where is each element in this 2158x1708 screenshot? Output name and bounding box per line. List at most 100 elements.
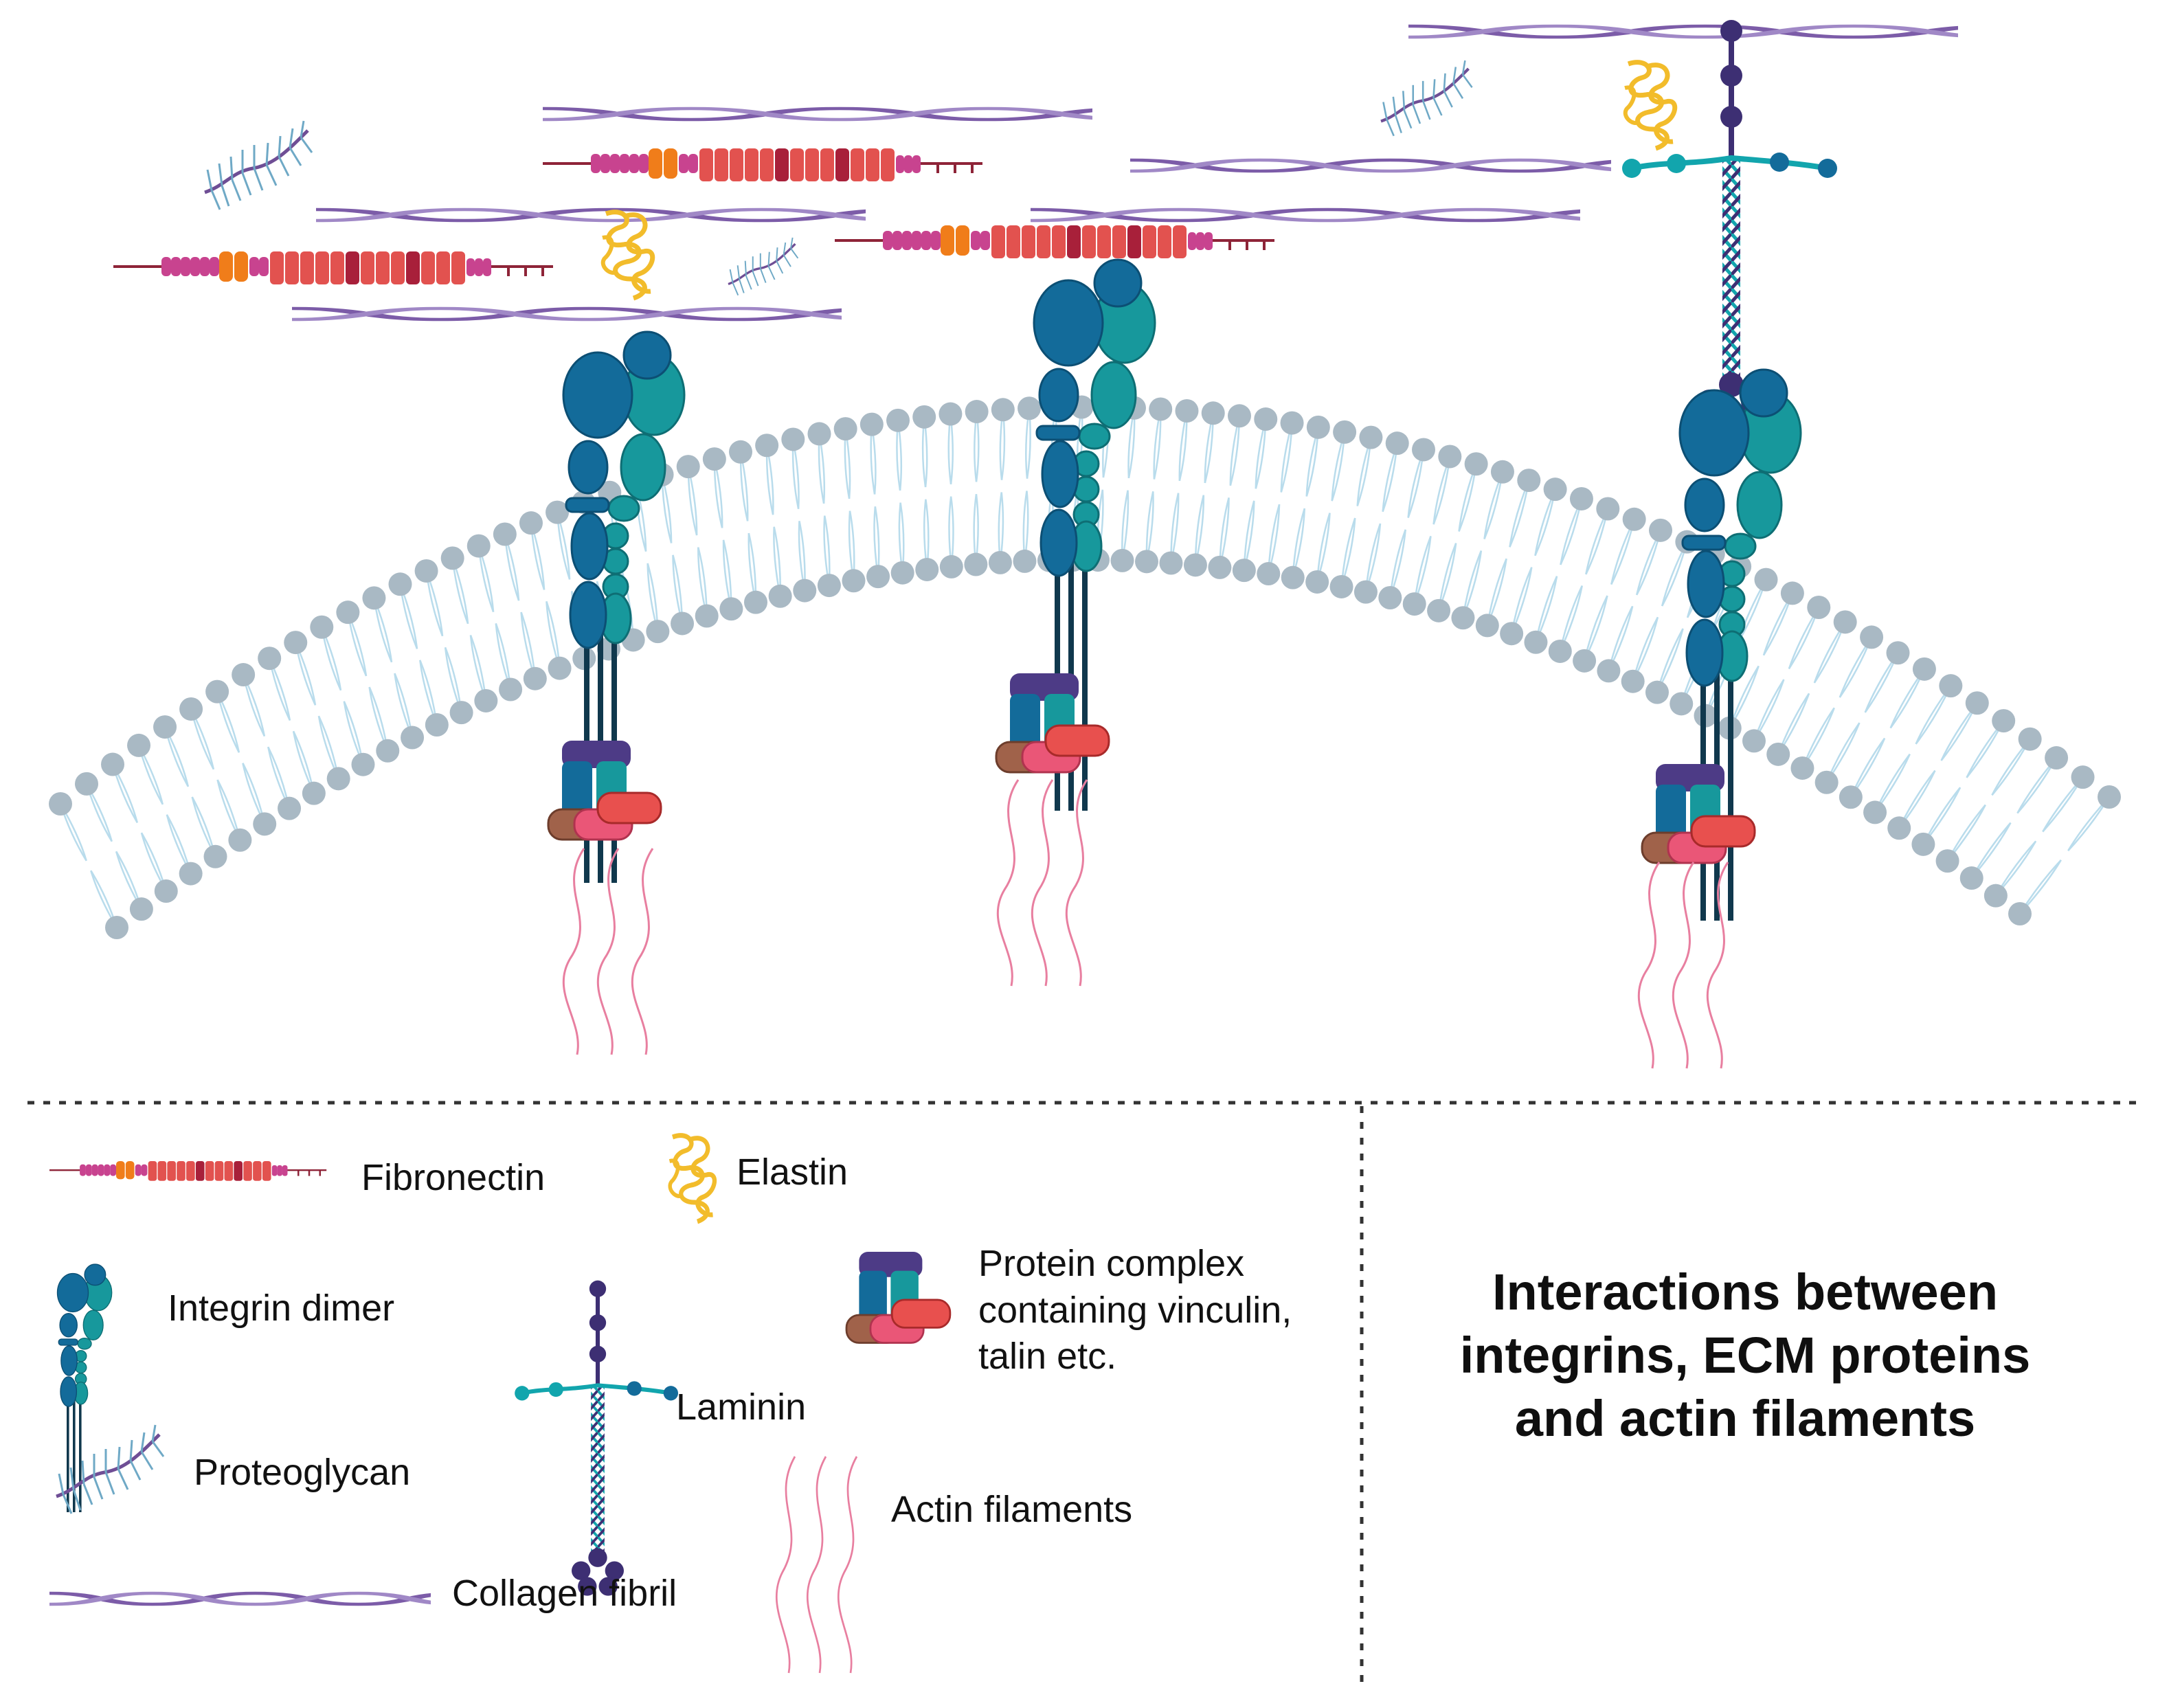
lipid-head bbox=[523, 666, 547, 690]
lipid-head bbox=[1780, 581, 1804, 605]
lipid-head bbox=[646, 620, 670, 644]
lipid-head bbox=[1742, 729, 1766, 753]
lipid-head bbox=[1353, 580, 1378, 604]
lipid-head bbox=[1887, 816, 1911, 840]
lipid-head bbox=[744, 590, 767, 614]
lipid-head bbox=[1438, 445, 1462, 469]
lipid-head bbox=[1149, 397, 1173, 421]
lipid-head bbox=[310, 615, 334, 639]
lipid-head bbox=[912, 405, 936, 429]
legend-laminin-icon bbox=[515, 1281, 678, 1596]
lipid-head bbox=[1863, 800, 1887, 824]
lipid-head bbox=[203, 844, 227, 868]
lipid-head bbox=[1524, 630, 1548, 654]
lipid-head bbox=[1013, 549, 1037, 573]
lipid-head bbox=[938, 402, 963, 426]
lipid-head bbox=[1159, 551, 1183, 575]
legend-proteoglycan-icon bbox=[56, 1425, 164, 1514]
lipid-head bbox=[1670, 692, 1694, 716]
lipid-head bbox=[1569, 486, 1593, 510]
lipid-head bbox=[1597, 659, 1621, 683]
lipid-head bbox=[866, 565, 890, 589]
lipid-head bbox=[755, 434, 779, 458]
lipid-head bbox=[1543, 477, 1567, 502]
lipid-head bbox=[890, 561, 914, 585]
lipid-head bbox=[671, 611, 695, 636]
lipid-head bbox=[1227, 404, 1251, 428]
lipid-head bbox=[1766, 742, 1790, 766]
lipid-head bbox=[859, 412, 884, 436]
lipid-head bbox=[833, 417, 857, 441]
lipid-head bbox=[729, 440, 752, 464]
lipid-head bbox=[1306, 415, 1330, 439]
lipid-head bbox=[1965, 691, 1989, 715]
title-line-1: Interactions between bbox=[1492, 1263, 1999, 1321]
lipid-head bbox=[676, 455, 700, 479]
figure-title: Interactions between integrins, ECM prot… bbox=[1402, 1261, 2089, 1450]
lipid-head bbox=[179, 697, 203, 721]
lipid-head bbox=[1983, 884, 2008, 908]
legend-label-elastin: Elastin bbox=[737, 1151, 848, 1193]
lipid-head bbox=[449, 701, 473, 725]
legend-elastin-icon bbox=[670, 1136, 715, 1222]
lipid-head bbox=[2018, 727, 2042, 751]
lipid-head bbox=[1464, 452, 1488, 476]
legend-label-collagen-fibril: Collagen fibril bbox=[452, 1573, 677, 1614]
lipid-head bbox=[1281, 565, 1305, 589]
lipid-head bbox=[807, 422, 831, 446]
legend-label-actin-filaments: Actin filaments bbox=[891, 1489, 1133, 1530]
legend-complex-icon bbox=[845, 1250, 952, 1344]
lipid-head bbox=[1754, 568, 1778, 592]
lipid-head bbox=[1790, 756, 1814, 780]
lipid-head bbox=[1939, 674, 1963, 698]
lipid-head bbox=[284, 631, 308, 655]
lipid-head bbox=[1254, 407, 1278, 431]
lipid-head bbox=[154, 879, 178, 903]
lipid-head bbox=[1621, 669, 1645, 693]
lipid-head bbox=[1175, 399, 1199, 423]
lipid-head bbox=[1412, 438, 1435, 462]
lipid-head bbox=[351, 752, 375, 776]
lipid-head bbox=[376, 739, 400, 763]
lipid-head bbox=[253, 812, 277, 836]
lipid-head bbox=[228, 828, 252, 852]
lipid-head bbox=[915, 557, 939, 581]
lipid-head bbox=[1385, 431, 1409, 456]
lipid-head bbox=[2045, 746, 2069, 770]
lipid-head bbox=[1833, 610, 1857, 634]
title-line-2: integrins, ECM proteins bbox=[1459, 1327, 2031, 1384]
lipid-head bbox=[548, 656, 572, 680]
lipid-head bbox=[1911, 832, 1935, 856]
lipid-head bbox=[401, 726, 425, 750]
title-line-3: and actin filaments bbox=[1514, 1390, 1976, 1447]
lipid-head bbox=[1490, 460, 1514, 484]
lipid-head bbox=[988, 550, 1012, 574]
lipid-head bbox=[1110, 548, 1134, 572]
lipid-head bbox=[546, 500, 570, 524]
lipid-head bbox=[258, 647, 282, 671]
actin-filament-bundles bbox=[562, 778, 1729, 1070]
lipid-head bbox=[1814, 770, 1839, 794]
lipid-head bbox=[1333, 420, 1357, 444]
legend-fibronectin-icon bbox=[48, 1160, 328, 1182]
lipid-head bbox=[1402, 592, 1426, 616]
lipid-head bbox=[1596, 497, 1620, 521]
lipid-head bbox=[2071, 765, 2095, 789]
integrin-dimers bbox=[562, 258, 1802, 922]
lipid-head bbox=[1500, 622, 1524, 646]
lipid-head bbox=[499, 677, 523, 701]
laminin-molecule bbox=[1622, 20, 1837, 435]
legend-label-integrin-dimer: Integrin dimer bbox=[168, 1288, 395, 1329]
lipid-head bbox=[964, 552, 988, 576]
lipid-head bbox=[1427, 598, 1451, 622]
lipid-head bbox=[105, 916, 128, 939]
lipid-head bbox=[1912, 657, 1936, 681]
lipid-head bbox=[702, 447, 726, 471]
lipid-head bbox=[886, 408, 910, 432]
lipid-head bbox=[414, 559, 438, 583]
lipid-head bbox=[75, 772, 99, 796]
lipid-head bbox=[467, 534, 491, 558]
lipid-head bbox=[1378, 586, 1402, 609]
lipid-head bbox=[1183, 553, 1207, 577]
